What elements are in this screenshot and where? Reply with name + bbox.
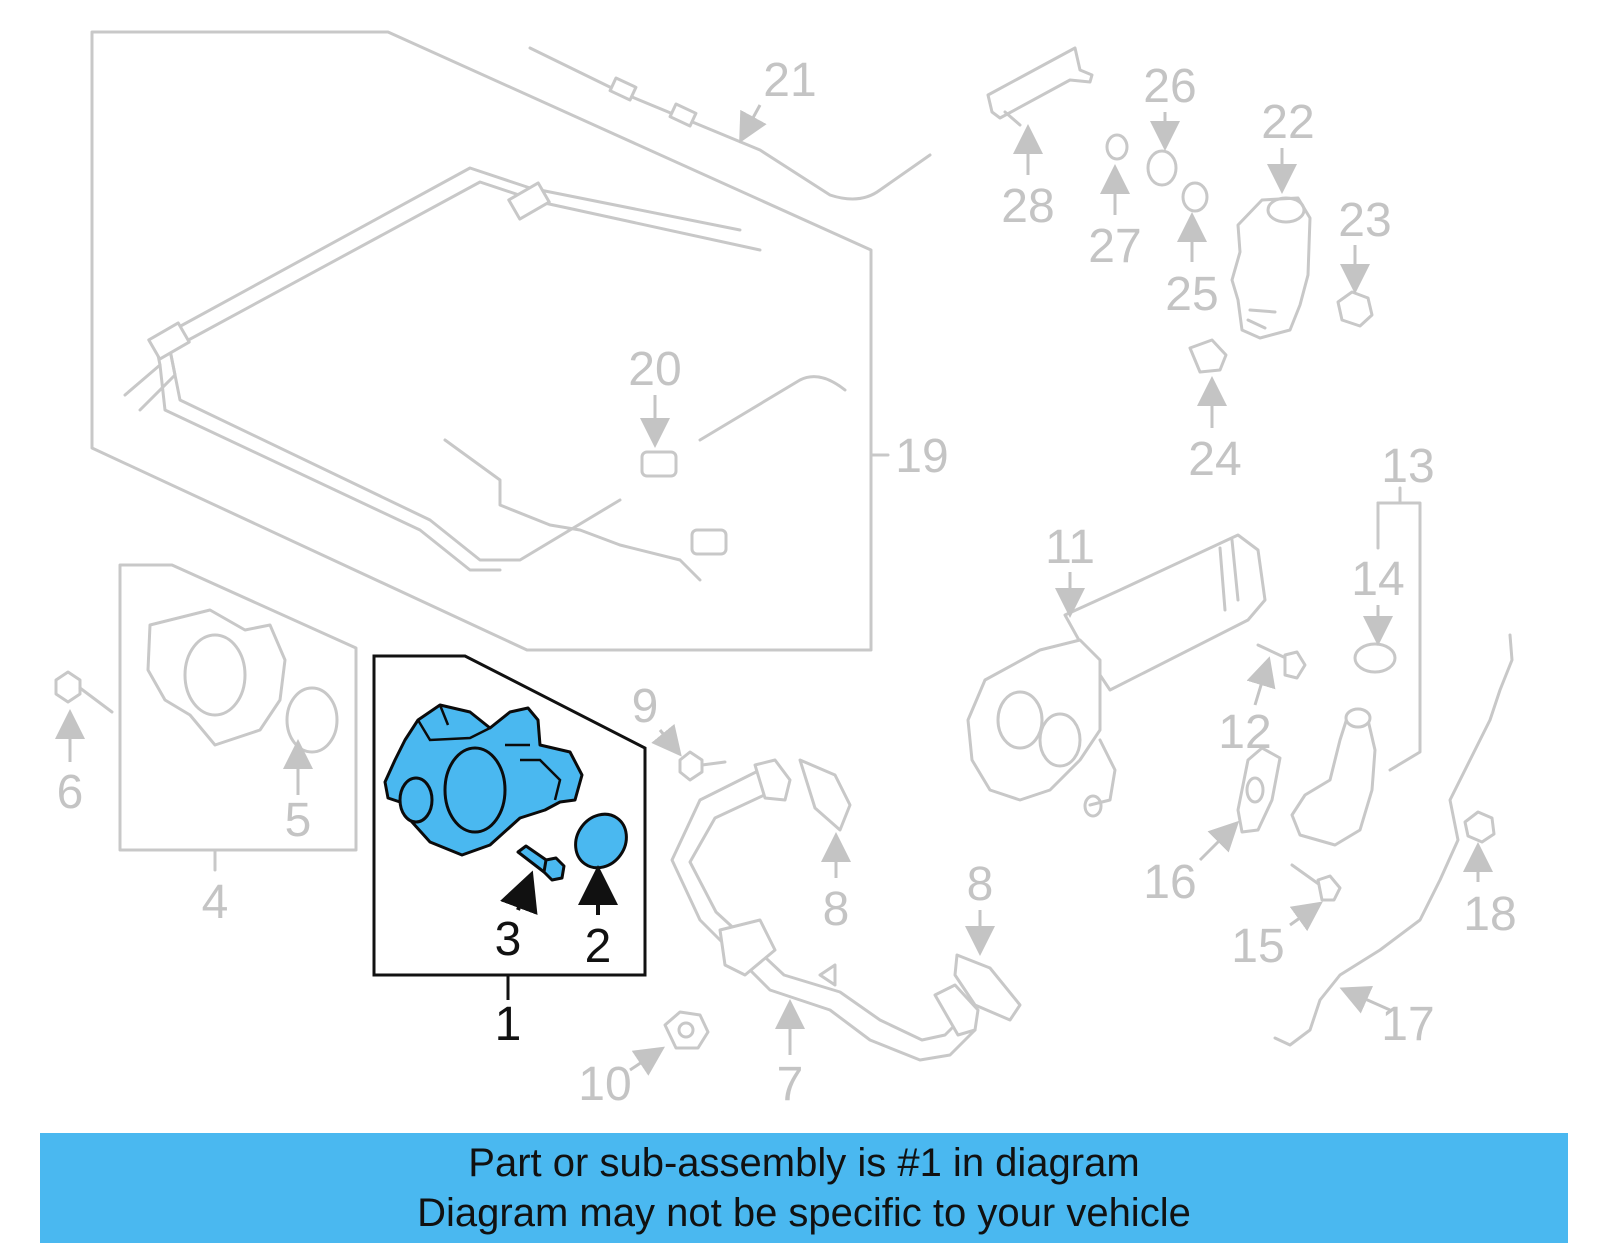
callout-23: 23 <box>1338 194 1391 247</box>
callout-6: 6 <box>57 766 84 819</box>
callout-28: 28 <box>1001 180 1054 233</box>
banner-line-1: Part or sub-assembly is #1 in diagram <box>468 1141 1140 1185</box>
callout-25: 25 <box>1165 268 1218 321</box>
callout-27: 27 <box>1088 220 1141 273</box>
callout-15: 15 <box>1231 920 1284 973</box>
gasket-2 <box>574 812 628 870</box>
callout-11: 11 <box>1045 521 1095 574</box>
callout-16: 16 <box>1143 856 1196 909</box>
callout-labels: 21 20 19 6 5 4 9 8 8 7 10 11 12 13 14 16… <box>55 54 1517 1111</box>
callout-3: 3 <box>495 913 522 966</box>
callout-22: 22 <box>1261 96 1314 149</box>
banner-line-2: Diagram may not be specific to your vehi… <box>417 1191 1191 1235</box>
callout-10: 10 <box>578 1058 631 1111</box>
callout-9: 9 <box>632 680 659 733</box>
callout-18: 18 <box>1463 888 1516 941</box>
callout-20: 20 <box>628 343 681 396</box>
egr-pipe-group-7 <box>663 750 1022 1062</box>
callout-26: 26 <box>1143 60 1196 113</box>
solenoid-group <box>986 46 1374 374</box>
egr-cooler-group-11 <box>966 486 1514 1047</box>
callout-2: 2 <box>585 920 612 973</box>
callout-14: 14 <box>1351 553 1404 606</box>
callout-13: 13 <box>1381 440 1434 493</box>
throttle-body-group-4 <box>54 563 358 872</box>
callout-8b: 8 <box>967 858 994 911</box>
callout-4: 4 <box>202 876 229 929</box>
pipe-assembly-group-19 <box>90 30 932 652</box>
callout-24: 24 <box>1188 433 1241 486</box>
callout-17: 17 <box>1381 998 1434 1051</box>
egr-valve-group-1 <box>372 654 647 1000</box>
highlight-callouts: 3 2 1 <box>495 865 618 1051</box>
callout-1: 1 <box>495 998 522 1051</box>
callout-21: 21 <box>763 54 816 107</box>
callout-12: 12 <box>1218 706 1271 759</box>
callout-7: 7 <box>777 1058 804 1111</box>
callout-5: 5 <box>285 794 312 847</box>
info-banner: Part or sub-assembly is #1 in diagram Di… <box>40 1133 1568 1243</box>
callout-19: 19 <box>895 430 948 483</box>
callout-8a: 8 <box>823 883 850 936</box>
